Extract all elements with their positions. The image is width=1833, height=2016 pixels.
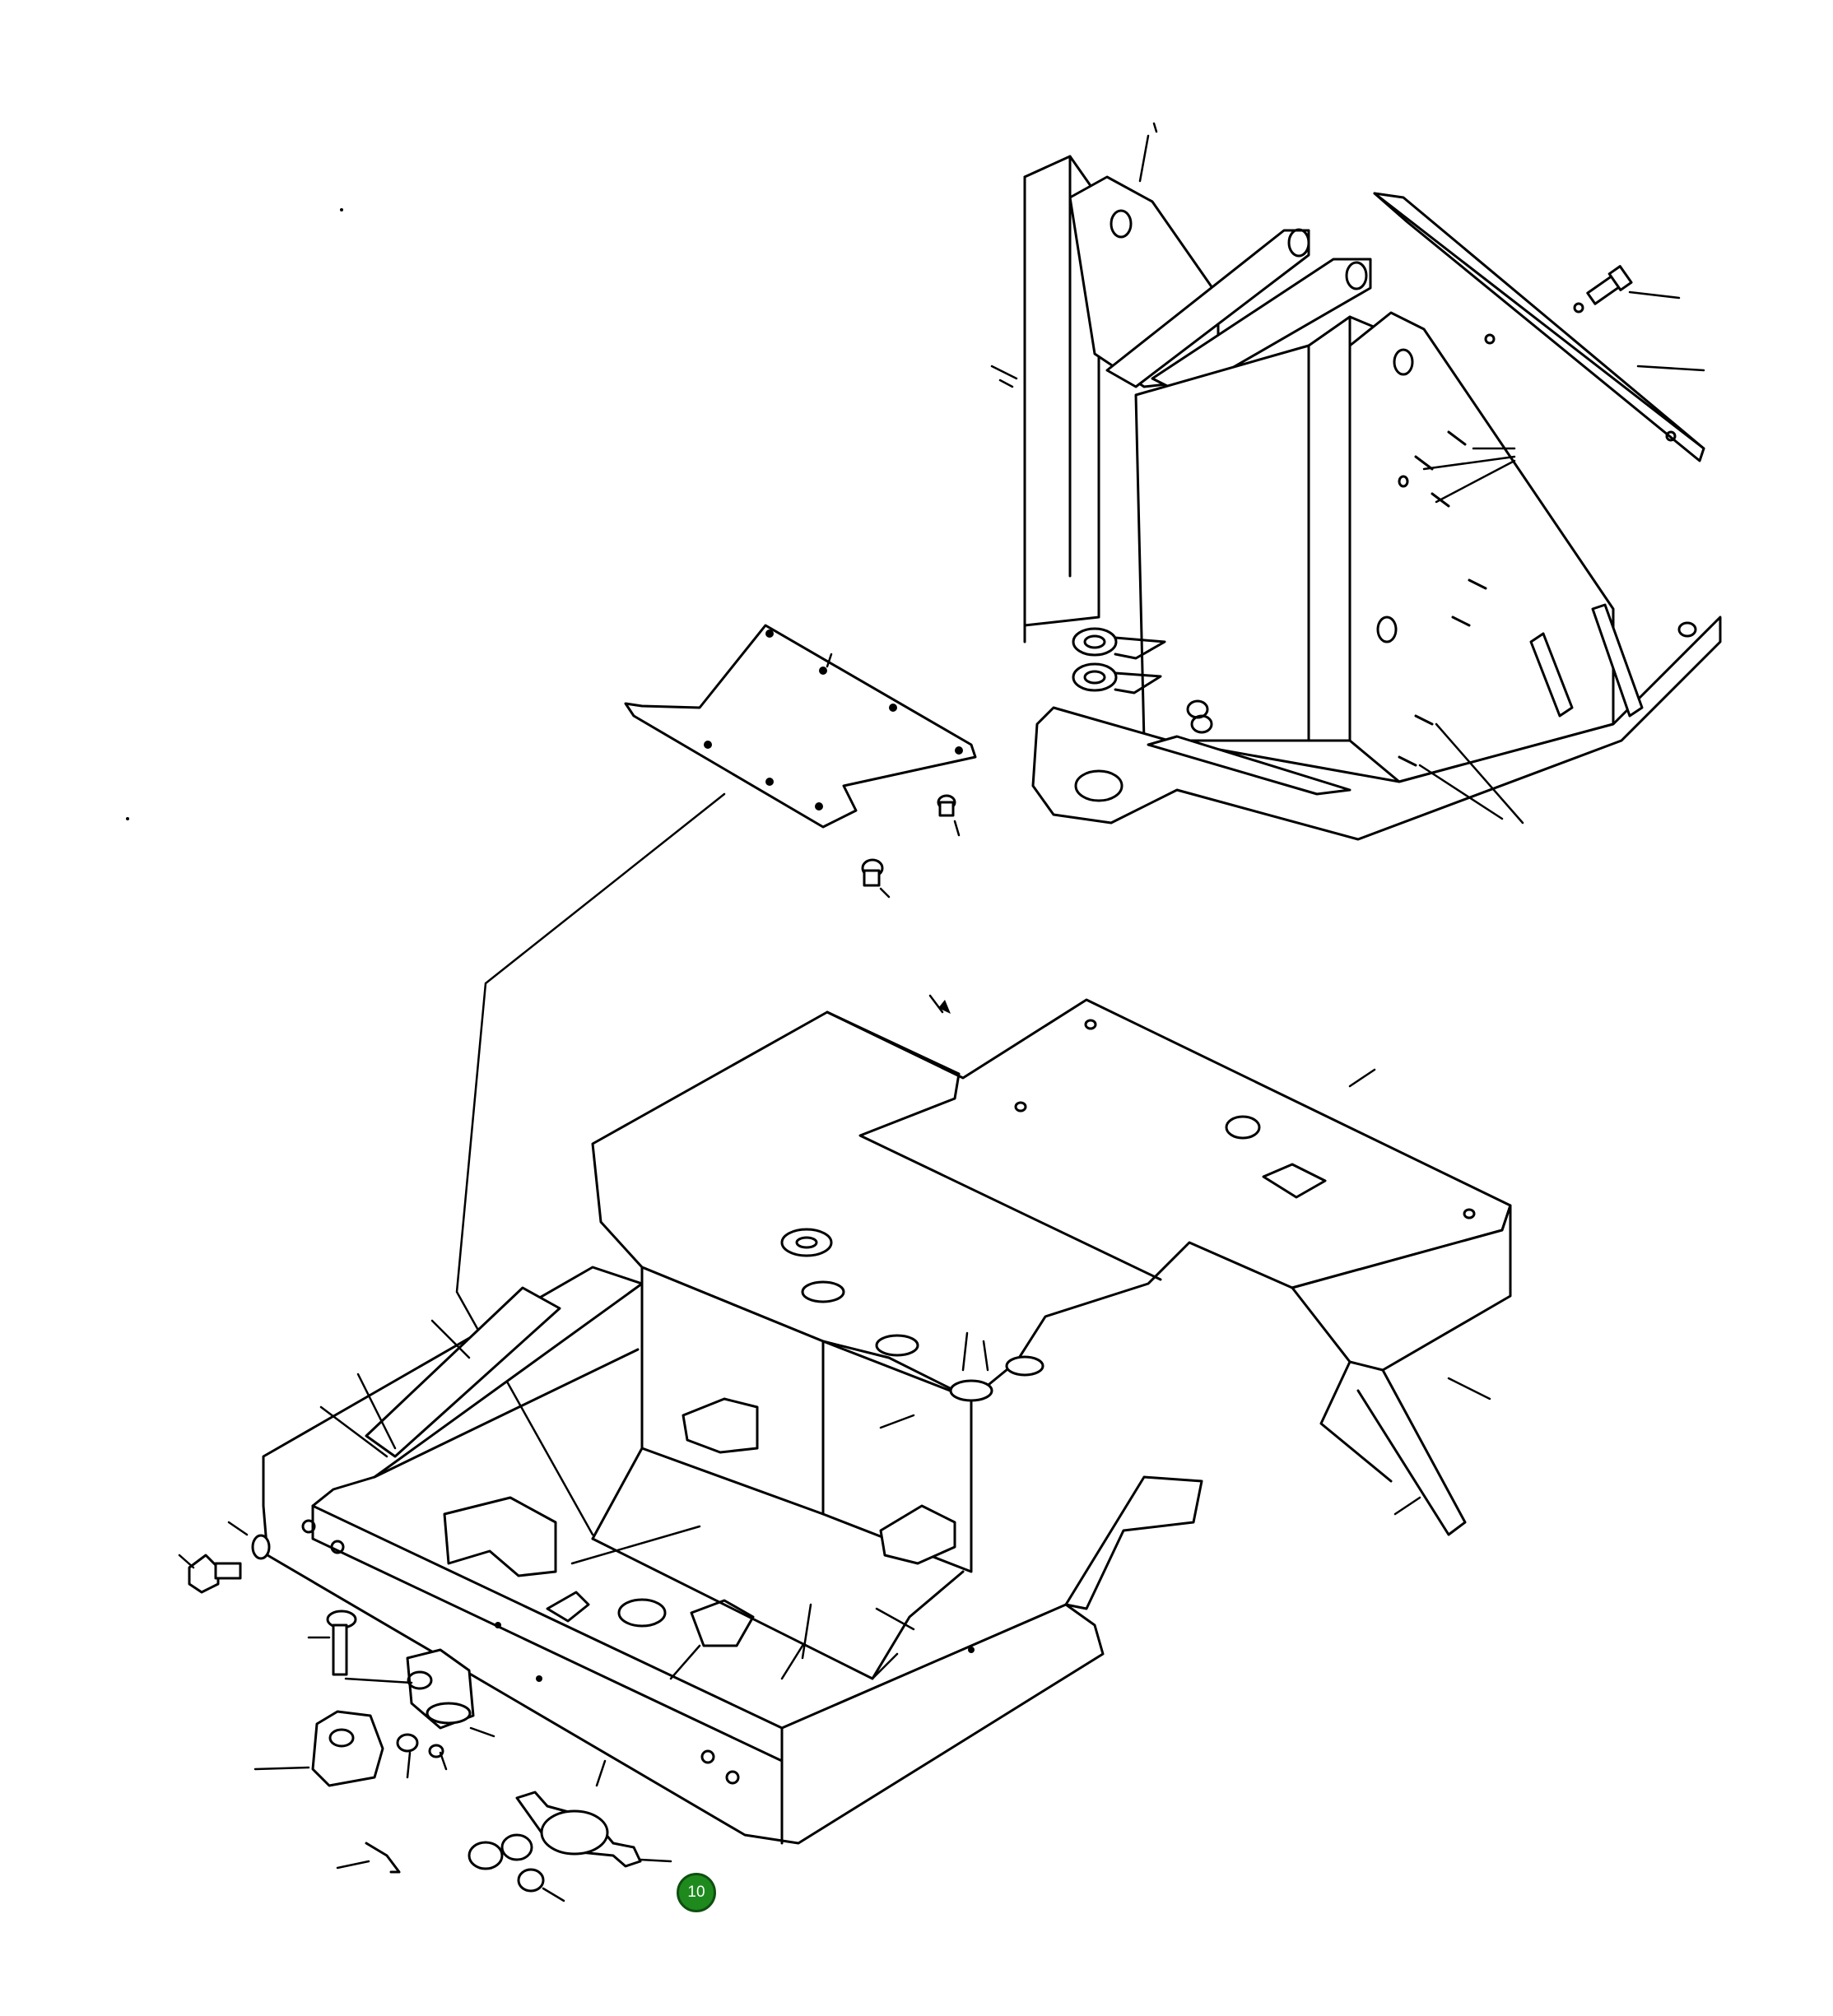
cover-plate — [1373, 192, 1705, 462]
specks — [126, 208, 343, 820]
gusset-plate — [624, 624, 977, 899]
hitch-hardware — [178, 1521, 672, 1902]
frame-leaders — [319, 1068, 1491, 1680]
part-callout-10[interactable]: 10 — [677, 1873, 716, 1912]
tower-bracket — [1023, 155, 1722, 841]
main-frame — [262, 998, 1512, 1845]
long-leaders — [455, 792, 951, 1536]
tower-leaders — [990, 122, 1705, 825]
